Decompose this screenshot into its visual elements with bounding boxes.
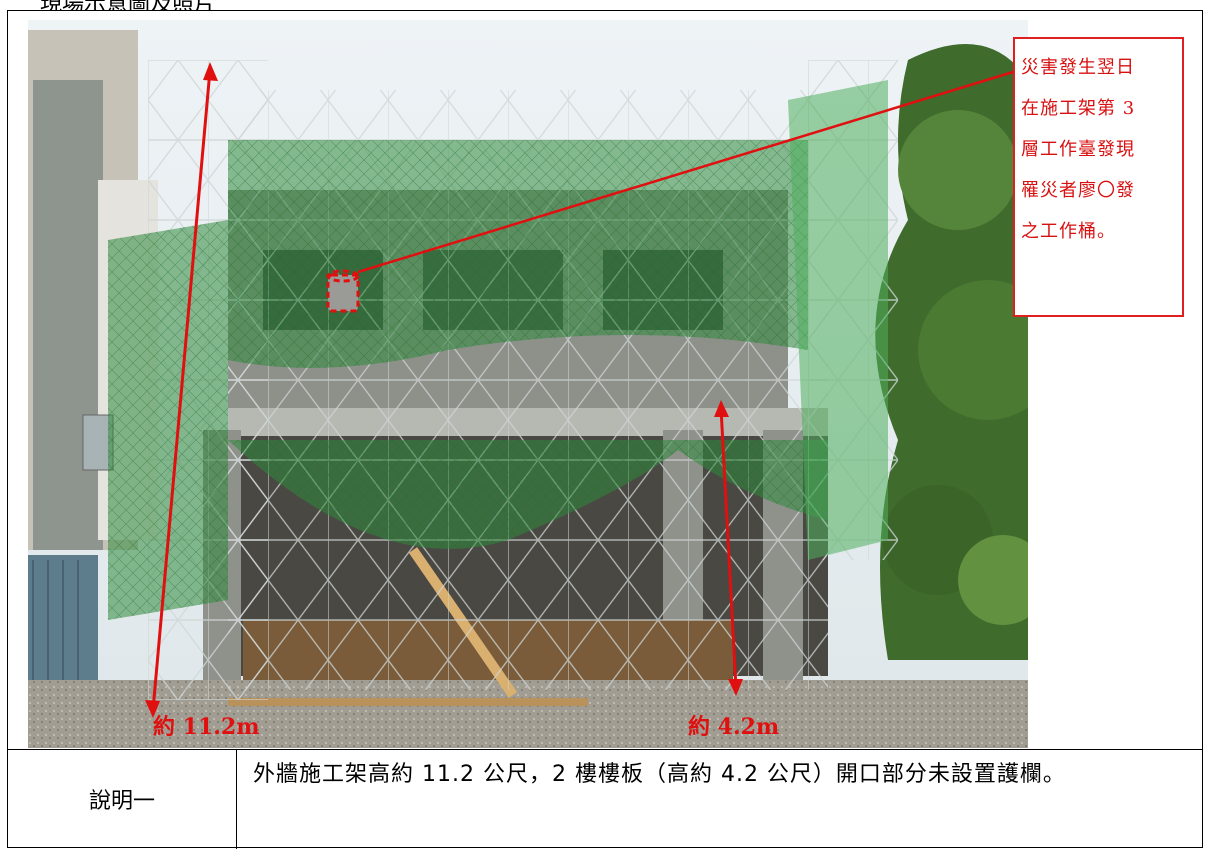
callout-line: 之工作桶。 — [1021, 221, 1116, 242]
site-photo — [28, 20, 1028, 748]
page-header-text: 現場示意圖及照片 — [40, 0, 217, 17]
callout-line: 在施工架第 3 — [1021, 98, 1136, 119]
table-column-divider — [236, 749, 237, 849]
description-text: 外牆施工架高約 11.2 公尺，2 樓樓板（高約 4.2 公尺）開口部分未設置護… — [253, 762, 1066, 787]
table-row-divider — [8, 749, 1202, 750]
figure-table: 約 11.2m 約 4.2m 災害發生翌日 在施工架第 3 層工作臺發現 罹災者… — [7, 10, 1203, 849]
height-label-scaffold: 約 11.2m — [153, 714, 260, 740]
callout-line: 層工作臺發現 — [1021, 139, 1135, 160]
callout-line: 災害發生翌日 — [1021, 57, 1135, 78]
callout-line: 罹災者廖〇發 — [1021, 180, 1135, 201]
height-label-floor: 約 4.2m — [688, 714, 780, 740]
photo-callout-box: 災害發生翌日 在施工架第 3 層工作臺發現 罹災者廖〇發 之工作桶。 — [1013, 37, 1184, 317]
description-label: 說明一 — [88, 789, 155, 814]
